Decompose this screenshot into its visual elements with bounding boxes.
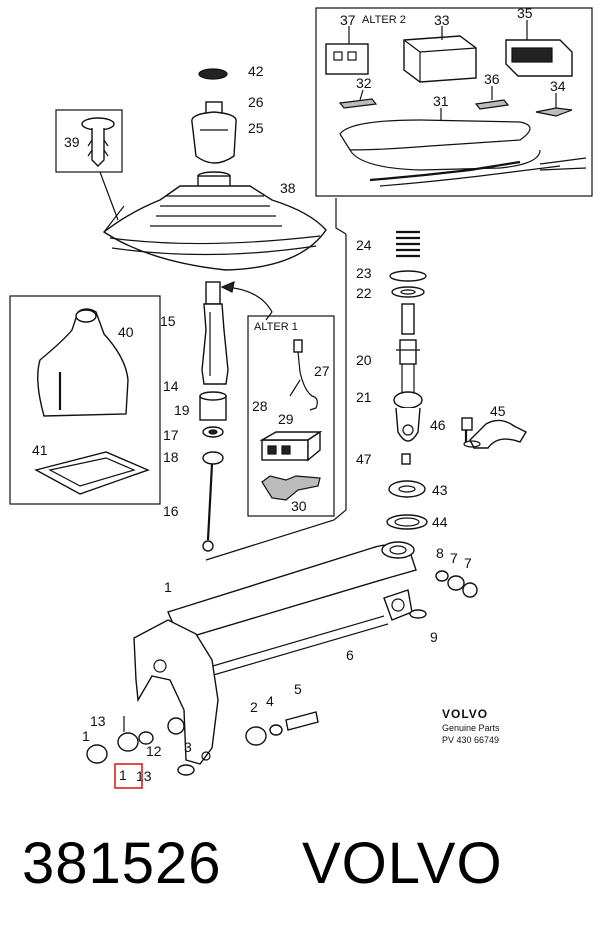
callout-44: 44: [432, 514, 448, 530]
footer: 381526 VOLVO: [0, 820, 600, 930]
callout-29: 29: [278, 411, 294, 427]
highlight-box: [114, 763, 143, 789]
callout-9: 9: [430, 629, 438, 645]
callout-36: 36: [484, 71, 500, 87]
callout-39: 39: [64, 134, 80, 150]
callout-21: 21: [356, 389, 372, 405]
box-40-41: [9, 295, 161, 505]
gear-lever: [199, 281, 273, 552]
exploded-parts-diagram: ALTER 2: [9, 5, 593, 789]
selector-rod: [386, 230, 428, 530]
callout-labels: 37 33 35 32 36 34 31 42 26 25 38 39 40 4…: [32, 5, 566, 784]
callout-1c: 1: [119, 767, 127, 783]
alter2-box: ALTER 2: [315, 7, 593, 197]
callout-1: 1: [164, 579, 172, 595]
callout-47: 47: [356, 451, 372, 467]
callout-19: 19: [174, 402, 190, 418]
callout-37: 37: [340, 12, 356, 28]
callout-7b: 7: [464, 555, 472, 571]
callout-18: 18: [163, 449, 179, 465]
callout-3: 3: [184, 739, 192, 755]
callout-42: 42: [248, 63, 264, 79]
callout-30: 30: [291, 498, 307, 514]
box-39: [55, 109, 123, 221]
callout-14: 14: [163, 378, 179, 394]
stamp-brand: VOLVO: [442, 707, 488, 721]
callout-2: 2: [250, 699, 258, 715]
volvo-stamp: VOLVO Genuine Parts PV 430 66749: [442, 707, 500, 745]
callout-41: 41: [32, 442, 48, 458]
callout-35: 35: [517, 5, 533, 21]
callout-17: 17: [163, 427, 179, 443]
callout-7a: 7: [450, 550, 458, 566]
callout-15: 15: [160, 313, 176, 329]
stamp-sub: Genuine Parts: [442, 723, 500, 733]
callout-34: 34: [550, 78, 566, 94]
callout-4: 4: [266, 693, 274, 709]
callout-13a: 13: [90, 713, 106, 729]
callout-16: 16: [163, 503, 179, 519]
callout-27: 27: [314, 363, 330, 379]
alter2-label: ALTER 2: [362, 14, 406, 26]
callout-32: 32: [356, 75, 372, 91]
callout-23: 23: [356, 265, 372, 281]
callout-40: 40: [118, 324, 134, 340]
callout-45: 45: [490, 403, 506, 419]
callout-22: 22: [356, 285, 372, 301]
callout-12: 12: [146, 743, 162, 759]
callout-26: 26: [248, 94, 264, 110]
callout-25: 25: [248, 120, 264, 136]
alter1-label: ALTER 1: [254, 321, 298, 333]
callout-13b: 13: [136, 768, 152, 784]
part-number: 381526: [22, 831, 222, 896]
alter1-box: ALTER 1: [247, 315, 335, 517]
gear-knob-assembly: [102, 68, 327, 271]
callout-43: 43: [432, 482, 448, 498]
callout-28: 28: [252, 398, 268, 414]
callout-33: 33: [434, 12, 450, 28]
callout-20: 20: [356, 352, 372, 368]
callout-31: 31: [433, 93, 449, 109]
bracket-45-46: [461, 417, 527, 449]
make-label: VOLVO: [302, 831, 503, 896]
callout-6: 6: [346, 647, 354, 663]
callout-46: 46: [430, 417, 446, 433]
callout-5: 5: [294, 681, 302, 697]
callout-38: 38: [280, 180, 296, 196]
callout-24: 24: [356, 237, 372, 253]
callout-8: 8: [436, 545, 444, 561]
stamp-code: PV 430 66749: [442, 735, 499, 745]
callout-1b: 1: [82, 728, 90, 744]
gearshift-frame: [86, 541, 478, 776]
